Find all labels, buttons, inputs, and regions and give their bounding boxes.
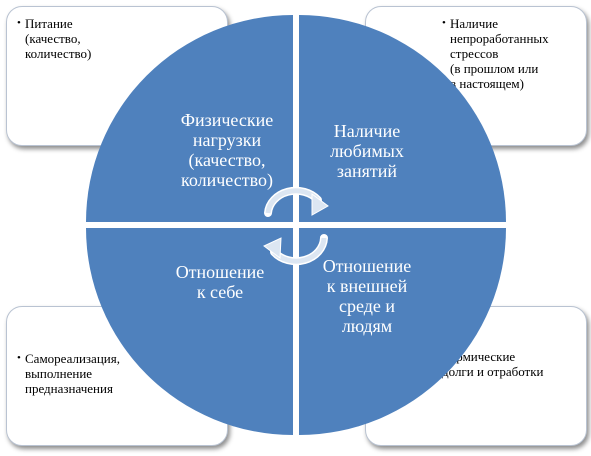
note-text-stress: Наличие непроработанных стрессов (в прош…: [450, 16, 549, 91]
bullet-icon: •: [17, 17, 21, 29]
quadrant-bottom-right: [299, 228, 506, 435]
note-item: • Наличие непроработанных стрессов (в пр…: [442, 16, 584, 91]
cycle-arrow-icon: [263, 234, 328, 266]
quadrant-top-right: [299, 15, 506, 222]
quadrant-bottom-left: [86, 228, 293, 435]
note-text-self-realization: Самореализация, выполнение предназначени…: [25, 351, 120, 396]
note-text-nutrition: Питание (качество, количество): [25, 16, 92, 61]
bullet-icon: •: [17, 352, 21, 364]
cycle-arrow-icon: [264, 186, 329, 217]
quadrant-label-hobbies: Наличие любимых занятий: [330, 121, 404, 181]
quadrant-top-left: [86, 15, 293, 222]
quadrant-label-environment-attitude: Отношение к внешней среде и людям: [322, 256, 412, 336]
note-item: • Самореализация, выполнение предназначе…: [17, 351, 217, 396]
cycle-arrows: [263, 186, 329, 266]
quadrant-label-physical-load: Физические нагрузки (качество, количеств…: [180, 110, 274, 190]
quadrant-label-self-attitude: Отношение к себе: [175, 262, 265, 302]
note-item: • Питание (качество, количество): [17, 16, 217, 61]
bullet-icon: •: [442, 17, 446, 29]
